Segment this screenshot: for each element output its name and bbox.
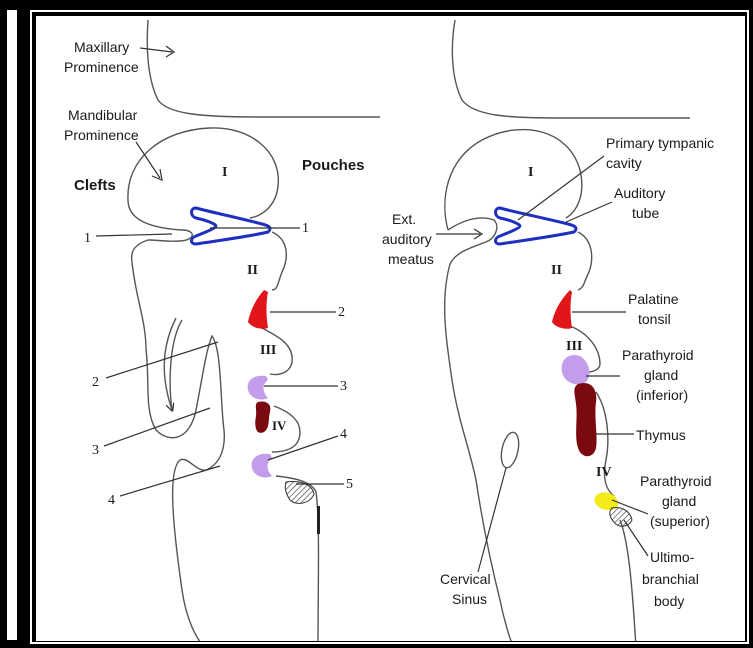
ultimobranchial-label-line2: branchial xyxy=(642,571,699,587)
right-arch-I: I xyxy=(528,165,533,180)
maxillary-label-line2: Prominence xyxy=(64,59,139,75)
left-cleft-2-curve xyxy=(170,320,182,410)
left-arch-IV: IV xyxy=(272,418,287,433)
parathyroid-inferior-label-line2: gland xyxy=(644,367,678,383)
cleft-1-pointer xyxy=(96,234,172,236)
cervical-sinus-label-line1: Cervical xyxy=(440,571,491,587)
ext-auditory-label-line2: auditory xyxy=(382,231,432,247)
left-arch-III: III xyxy=(260,343,276,358)
left-arch-I: I xyxy=(222,165,227,180)
clefts-heading: Clefts xyxy=(74,177,116,194)
right-labels: I II III IV Primary tympanic cavity Audi… xyxy=(382,135,714,609)
left-frame-inner xyxy=(5,10,17,640)
left-bottom-mark xyxy=(317,506,320,534)
maxillary-pointer xyxy=(140,48,172,52)
right-arch-III: III xyxy=(566,339,582,354)
diagram-panel: Maxillary Prominence Mandibular Prominen… xyxy=(26,6,753,648)
right-arch-4-contour xyxy=(596,392,614,496)
cleft-number-3: 3 xyxy=(92,443,99,458)
mandibular-label-line1: Mandibular xyxy=(68,107,138,123)
left-thymus-shape xyxy=(255,401,270,432)
palatine-tonsil-label-line2: tonsil xyxy=(638,311,671,327)
cervical-sinus-label-line2: Sinus xyxy=(452,591,487,607)
diagram-canvas: Maxillary Prominence Mandibular Prominen… xyxy=(36,16,745,641)
primary-tympanic-label-line2: cavity xyxy=(606,155,642,171)
ultimobranchial-label-line1: Ultimo- xyxy=(650,549,695,565)
mandibular-label-line2: Prominence xyxy=(64,127,139,143)
left-pouch-3-shape xyxy=(248,376,268,400)
right-lower-contour xyxy=(620,520,636,641)
right-arch-2-contour xyxy=(578,232,592,290)
right-palatine-tonsil-shape xyxy=(552,290,572,329)
parathyroid-inferior-label-line1: Parathyroid xyxy=(622,347,694,363)
left-pouch-2-shape xyxy=(248,290,268,329)
pharyngeal-arches-diagram: Maxillary Prominence Mandibular Prominen… xyxy=(36,16,745,641)
right-arch-IV: IV xyxy=(596,465,612,480)
thymus-label: Thymus xyxy=(636,427,686,443)
cleft-4-pointer xyxy=(120,466,220,496)
right-pouch-1-shape xyxy=(496,208,577,244)
palatine-tonsil-label-line1: Palatine xyxy=(628,291,679,307)
ext-auditory-label-line3: meatus xyxy=(388,251,434,267)
pouch-number-3: 3 xyxy=(340,379,347,394)
cleft-number-2: 2 xyxy=(92,375,99,390)
left-arch-II: II xyxy=(247,263,258,278)
right-ultimobranchial-shape xyxy=(610,508,632,527)
ext-auditory-label-line1: Ext. xyxy=(392,211,416,227)
cleft-number-1: 1 xyxy=(84,231,91,246)
cleft-3-pointer xyxy=(104,408,210,446)
pouch-number-1: 1 xyxy=(302,221,309,236)
pouch-4-pointer xyxy=(268,436,338,460)
primary-tympanic-label-line1: Primary tympanic xyxy=(606,135,714,151)
cleft-number-4: 4 xyxy=(108,493,115,508)
left-inner-contour xyxy=(272,232,286,290)
parathyroid-superior-label-line2: gland xyxy=(662,493,696,509)
right-diagram xyxy=(445,20,690,641)
ultimobranchial-label-line3: body xyxy=(654,593,684,609)
right-parathyroid-inferior-shape xyxy=(562,355,590,384)
right-meatus-contour xyxy=(448,218,497,264)
parathyroid-superior-label-line3: (superior) xyxy=(650,513,710,529)
parathyroid-superior-label-line1: Parathyroid xyxy=(640,473,712,489)
left-pouch-1-shape xyxy=(192,208,271,244)
pouch-number-4: 4 xyxy=(340,427,347,442)
maxillary-label-line1: Maxillary xyxy=(74,39,129,55)
left-diagram xyxy=(128,20,380,641)
pouch-number-2: 2 xyxy=(338,305,345,320)
right-thymus-shape xyxy=(574,383,596,456)
left-outer-contour xyxy=(132,262,224,641)
right-cervical-sinus-outline xyxy=(498,431,521,470)
auditory-tube-label-line2: tube xyxy=(632,205,659,221)
right-maxillary-outline xyxy=(452,20,690,118)
left-labels: Maxillary Prominence Mandibular Prominen… xyxy=(64,39,365,508)
parathyroid-inferior-label-line3: (inferior) xyxy=(636,387,688,403)
cleft-2-pointer xyxy=(106,342,218,378)
left-pouch-4-shape xyxy=(252,454,272,478)
left-maxillary-outline xyxy=(147,20,380,117)
pouch-number-5: 5 xyxy=(346,477,353,492)
right-arch-II: II xyxy=(551,263,562,278)
pouches-heading: Pouches xyxy=(302,157,365,174)
left-frame-strip xyxy=(0,0,22,648)
auditory-tube-label-line1: Auditory xyxy=(614,185,665,201)
